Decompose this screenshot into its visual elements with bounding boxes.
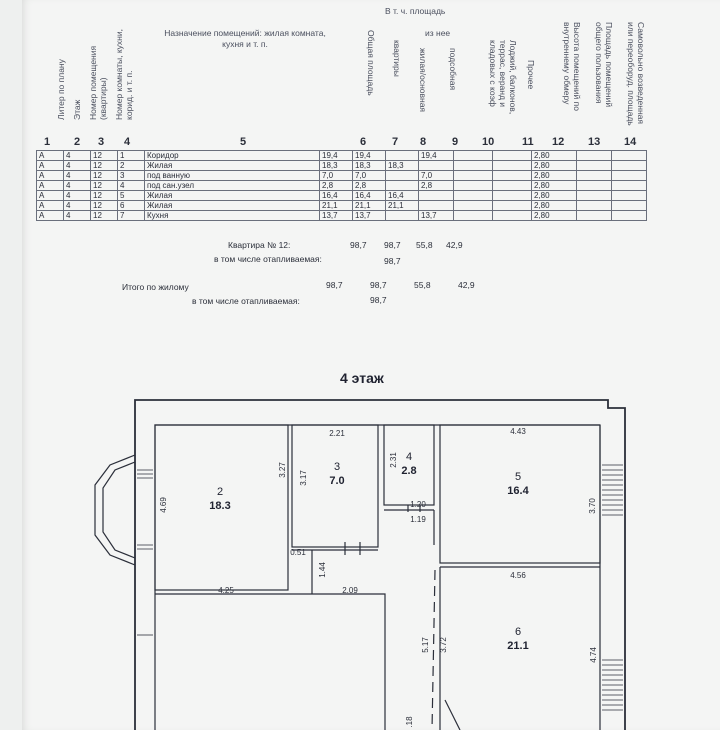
column-number: 3: [98, 136, 105, 148]
room-number: 2: [217, 486, 223, 498]
room-area: 16.4: [507, 485, 529, 497]
dimension-label: 1.19: [410, 515, 426, 524]
column-number: 12: [552, 136, 565, 148]
apartment-total-total: 98,7: [350, 240, 367, 250]
dimension-label: 2.31: [389, 452, 398, 468]
header-col14: Самовольно возведенная или переоборуд. п…: [626, 22, 646, 126]
column-number: 6: [360, 136, 367, 148]
cell-empty: [611, 210, 647, 221]
room-area: 7.0: [329, 475, 344, 487]
building-total-total: 98,7: [326, 280, 343, 290]
room-number: 5: [515, 471, 521, 483]
header-col13: Площадь помещений общего пользования: [594, 22, 614, 108]
dimension-label: 4.43: [510, 427, 526, 436]
header-group-top: В т. ч. площадь: [385, 6, 446, 16]
dimension-label: 4.69: [159, 497, 168, 513]
column-number: 10: [482, 136, 495, 148]
building-total-label: Итого по жилому: [122, 282, 189, 292]
column-number: 1: [44, 136, 51, 148]
dimension-label: 4.25: [218, 586, 234, 595]
dimension-label: 3.72: [439, 637, 448, 653]
column-number: 14: [624, 136, 637, 148]
apartment-total-label: Квартира № 12:: [228, 240, 291, 250]
building-heated-label: в том числе отапливаемая:: [192, 296, 300, 306]
apartment-total-living: 55,8: [416, 240, 433, 250]
column-number: 5: [240, 136, 247, 148]
dimension-label: 3.17: [299, 470, 308, 486]
dimension-label: 4.74: [589, 647, 598, 663]
room-number: 3: [334, 461, 340, 473]
document-page: [22, 0, 720, 730]
dimension-label: 3.70: [588, 498, 597, 514]
building-total-aux: 42,9: [458, 280, 475, 290]
apartment-total-apt: 98,7: [384, 240, 401, 250]
room-number: 4: [406, 451, 412, 463]
header-col8: жилая/основная: [418, 48, 428, 113]
building-heated-value: 98,7: [370, 295, 387, 305]
header-col7: квартиры: [392, 40, 402, 77]
apartment-heated-value: 98,7: [384, 256, 401, 266]
header-col11: Прочее: [526, 60, 536, 90]
apartment-total-aux: 42,9: [446, 240, 463, 250]
dimension-label: 5.17: [421, 637, 430, 653]
floor-title: 4 этаж: [340, 370, 384, 386]
column-number: 7: [392, 136, 399, 148]
header-col10: Лоджий, балконов, террас, веранд и кладо…: [488, 40, 518, 115]
dimension-label: 1.44: [318, 562, 327, 578]
header-col6: Общая площадь: [366, 30, 376, 96]
dimension-label: 3.27: [278, 462, 287, 478]
column-number: 2: [74, 136, 81, 148]
room-number: 6: [515, 626, 521, 638]
dimension-label: 0.51: [290, 548, 306, 557]
apartment-heated-label: в том числе отапливаемая:: [214, 254, 322, 264]
column-number: 8: [420, 136, 427, 148]
column-number: 4: [124, 136, 131, 148]
dimension-label: .18: [405, 716, 414, 728]
header-col9: подсобная: [448, 48, 458, 91]
room-area: 18.3: [209, 500, 230, 512]
dimension-label: 2.21: [329, 429, 345, 438]
column-number: 13: [588, 136, 601, 148]
building-total-living: 55,8: [414, 280, 431, 290]
column-number: 9: [452, 136, 459, 148]
room-area: 21.1: [507, 640, 528, 652]
header-group-sub: из нее: [425, 28, 451, 38]
room-area: 2.8: [401, 465, 416, 477]
dimension-label: 4.56: [510, 571, 526, 580]
header-col5: Назначение помещений: жилая комната, кух…: [164, 28, 326, 49]
column-number: 11: [522, 136, 534, 148]
building-total-apt: 98,7: [370, 280, 387, 290]
header-col12: Высота помещений по внутреннему обмеру: [562, 22, 582, 111]
dimension-label: 1.20: [410, 500, 426, 509]
dimension-label: 2.09: [342, 586, 358, 595]
